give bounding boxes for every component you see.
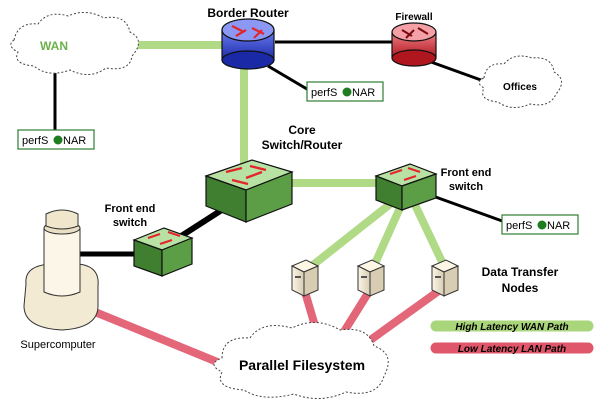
dtn-label-line2: Nodes xyxy=(502,281,539,295)
perfsonar-dot-icon xyxy=(537,220,547,230)
border-router-label: Border Router xyxy=(207,6,289,20)
core-switch-icon xyxy=(204,159,294,223)
filesystem-cloud: Parallel Filesystem xyxy=(213,322,389,399)
svg-text:perfS: perfS xyxy=(311,87,337,99)
filesystem-label: Parallel Filesystem xyxy=(239,357,365,373)
dtn-server-3-icon xyxy=(430,259,460,297)
dtn-server-1-icon xyxy=(290,259,320,297)
supercomputer-icon xyxy=(23,209,99,331)
legend: High Latency WAN Path Low Latency LAN Pa… xyxy=(430,320,594,355)
svg-text:NAR: NAR xyxy=(352,87,375,99)
legend-lan-label: Low Latency LAN Path xyxy=(458,344,566,355)
frontend-left-label-line2: switch xyxy=(113,217,148,229)
svg-text:NAR: NAR xyxy=(547,220,570,232)
firewall-icon xyxy=(391,22,437,67)
perfsonar-dot-icon xyxy=(342,87,352,97)
perfsonar-prefix: perfS xyxy=(506,220,532,232)
frontend-right-label-line1: Front end xyxy=(441,167,492,179)
svg-text:perfS: perfS xyxy=(22,135,48,147)
core-label-line2: Switch/Router xyxy=(262,138,343,152)
perfsonar-suffix: NAR xyxy=(352,87,375,99)
link-frontend-right-perfsonar xyxy=(429,193,506,224)
offices-cloud: Offices xyxy=(478,55,562,108)
svg-text:perfS: perfS xyxy=(506,220,532,232)
dtn-server-2-icon xyxy=(356,259,386,297)
frontend-right-label-line2: switch xyxy=(449,181,484,193)
perfsonar-prefix: perfS xyxy=(22,135,48,147)
supercomputer-label: Supercomputer xyxy=(20,339,96,351)
firewall-label: Firewall xyxy=(395,12,432,23)
border-router-icon xyxy=(221,18,275,70)
perfsonar-box-right: perfS NAR xyxy=(501,214,579,235)
link-router-perfsonar xyxy=(267,64,313,94)
legend-wan-label: High Latency WAN Path xyxy=(455,322,568,333)
dtn-label-line1: Data Transfer xyxy=(482,265,559,279)
core-label-line1: Core xyxy=(288,123,316,137)
frontend-left-label-line1: Front end xyxy=(105,203,156,215)
perfsonar-prefix: perfS xyxy=(311,87,337,99)
wan-label: WAN xyxy=(40,39,68,53)
wan-path xyxy=(28,41,448,272)
perfsonar-suffix: NAR xyxy=(547,220,570,232)
frontend-switch-right-icon xyxy=(374,163,438,211)
svg-text:NAR: NAR xyxy=(63,135,86,147)
frontend-switch-left-icon xyxy=(132,227,194,277)
offices-label: Offices xyxy=(503,82,537,93)
perfsonar-box-router: perfS NAR xyxy=(306,81,384,102)
wan-cloud: WAN xyxy=(10,12,139,75)
perfsonar-dot-icon xyxy=(53,135,63,145)
perfsonar-box-left: perfS NAR xyxy=(17,129,95,150)
perfsonar-suffix: NAR xyxy=(63,135,86,147)
